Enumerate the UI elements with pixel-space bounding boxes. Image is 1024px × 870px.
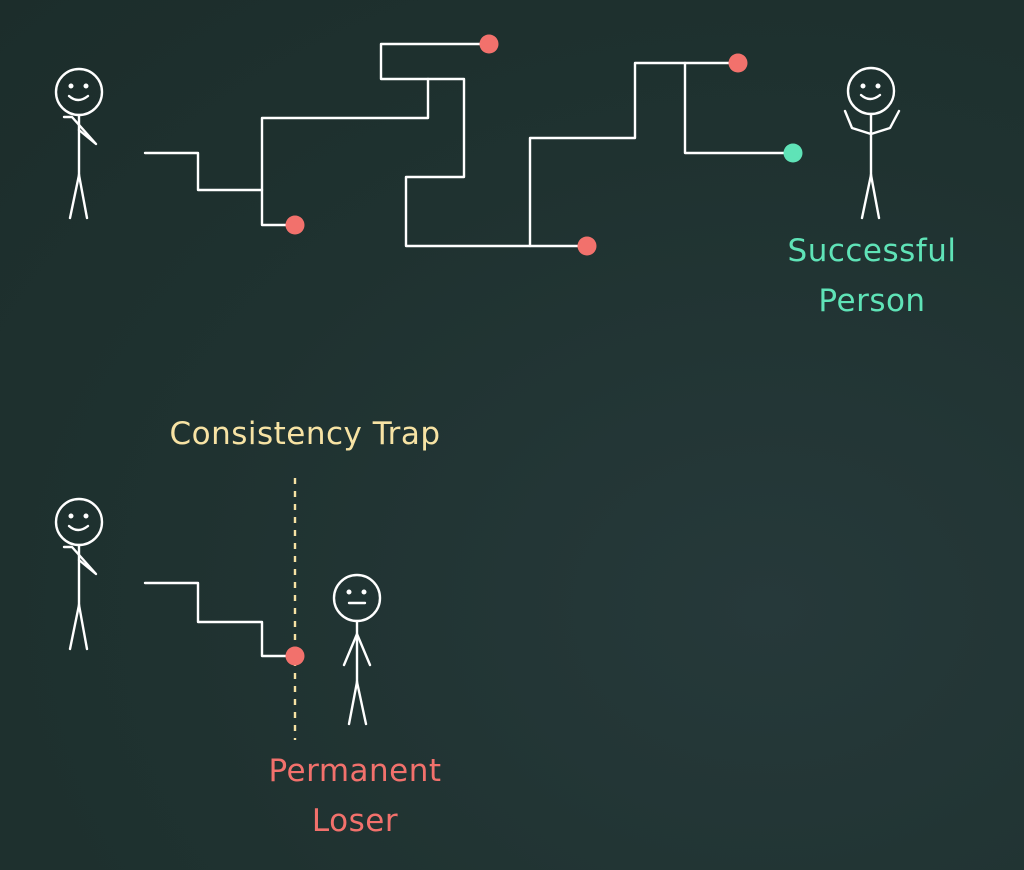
thinking-stick-figure [54, 67, 104, 220]
permanent-loser-label: Permanent Loser [235, 746, 475, 846]
dead-end-dot [285, 646, 305, 666]
thinking-stick-figure [54, 497, 104, 651]
loser-label-line1: Permanent [268, 753, 442, 789]
consistent-path [143, 581, 295, 658]
exploration-path [143, 42, 792, 248]
dead-end-dot [285, 215, 305, 235]
success-label-line2: Person [818, 283, 926, 319]
success-dot [783, 143, 803, 163]
dead-end-dot [728, 53, 748, 73]
dead-end-dot [577, 236, 597, 256]
neutral-stick-figure [332, 573, 382, 726]
success-label-line1: Successful [787, 233, 957, 269]
dead-end-markers [285, 34, 748, 666]
successful-person-label: Successful Person [762, 226, 982, 326]
celebrating-stick-figure [843, 66, 901, 220]
loser-label-line2: Loser [311, 803, 399, 839]
dead-end-dot [479, 34, 499, 54]
consistency-trap-label: Consistency Trap [169, 416, 441, 452]
